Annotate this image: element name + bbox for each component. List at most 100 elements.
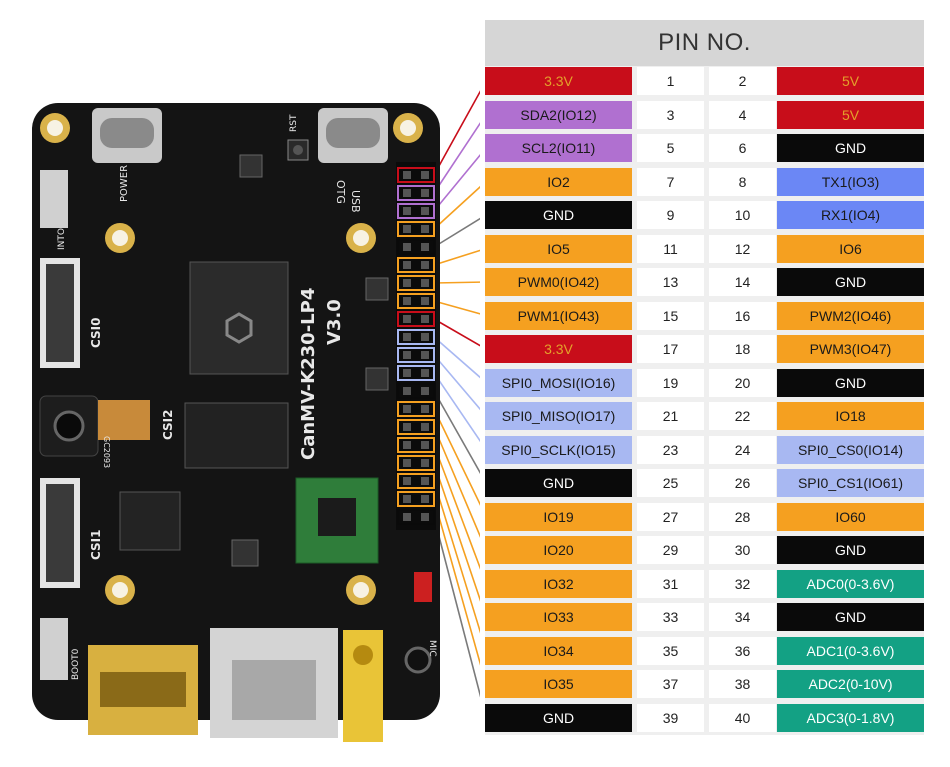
gpio-pin [421, 243, 429, 251]
gpio-pin [421, 351, 429, 359]
pin-label-right: IO6 [777, 234, 924, 263]
pin-label-right: PWM3(IO47) [777, 335, 924, 363]
pin-number-right: 28 [709, 502, 776, 531]
boot-label: BOOT0 [71, 648, 81, 680]
gpio-pin [403, 297, 411, 305]
gpio-pin [421, 261, 429, 269]
pin-label-left: SCL2(IO11) [485, 134, 632, 162]
table-header: PIN NO. [485, 20, 924, 66]
gpio-header [396, 162, 436, 530]
gpio-pin [421, 207, 429, 215]
pin-label-left: SPI0_SCLK(IO15) [485, 435, 632, 464]
pin-number-left: 23 [637, 435, 704, 464]
pin-label-left: IO32 [485, 569, 632, 598]
gpio-pin-pair [397, 491, 435, 507]
gpio-pin-pair [397, 329, 435, 345]
gpio-pin [403, 459, 411, 467]
connector-line [433, 114, 487, 194]
pin-number-left: 13 [637, 268, 704, 296]
pin-number-right: 36 [709, 636, 776, 665]
pin-number-left: 39 [637, 703, 704, 732]
rst-label: RST [289, 114, 299, 132]
gpio-pin [421, 423, 429, 431]
gpio-pin [403, 441, 411, 449]
pin-number-left: 9 [637, 201, 704, 229]
pin-label-right: RX1(IO4) [777, 201, 924, 229]
otg-label: OTG [334, 180, 347, 204]
pin-label-left: IO5 [485, 234, 632, 263]
power-label: POWER [119, 165, 130, 202]
connector-line [433, 147, 487, 212]
connector-line [433, 281, 487, 284]
gpio-pin [403, 477, 411, 485]
board-version-text: V3.0 [324, 299, 345, 345]
connector-line [433, 336, 487, 384]
gpio-pin-pair [397, 383, 435, 399]
gpio-pin [421, 225, 429, 233]
pin-label-left: SPI0_MOSI(IO16) [485, 368, 632, 397]
gpio-pin [421, 315, 429, 323]
gpio-pin-pair [397, 347, 435, 363]
pin-number-right: 18 [709, 335, 776, 363]
gpio-pin [421, 189, 429, 197]
pin-label-right: GND [777, 603, 924, 631]
board-svg: CanMV-K230-LP4 V3.0 POWER USB OTG RST IN… [32, 80, 487, 742]
pin-number-right: 32 [709, 569, 776, 598]
pin-number-left: 25 [637, 469, 704, 497]
pin-label-right: ADC2(0-10V) [777, 670, 924, 698]
connector-line [433, 372, 487, 450]
csi2-label: CSI2 [161, 410, 175, 441]
connector-line [433, 498, 487, 685]
pin-number-right: 10 [709, 201, 776, 229]
gpio-pin [403, 369, 411, 377]
pin-number-right: 8 [709, 167, 776, 196]
gpio-pin [421, 495, 429, 503]
gpio-pin-pair [397, 239, 435, 255]
gpio-pin [403, 315, 411, 323]
connector-line [433, 408, 487, 517]
into-connector [40, 170, 68, 228]
pin-number-left: 1 [637, 67, 704, 95]
connector-line [433, 480, 487, 651]
gpio-pin [421, 405, 429, 413]
pin-number-right: 12 [709, 234, 776, 263]
pin-label-left: GND [485, 201, 632, 229]
pin-number-right: 16 [709, 301, 776, 330]
pin-label-left: SDA2(IO12) [485, 100, 632, 129]
pin-label-right: ADC1(0-3.6V) [777, 636, 924, 665]
pin-number-left: 27 [637, 502, 704, 531]
pin-label-left: SPI0_MISO(IO17) [485, 402, 632, 430]
mounting-holes [40, 113, 423, 605]
gpio-pin-pair [397, 203, 435, 219]
camera-flex-cable [98, 400, 150, 440]
pin-number-left: 19 [637, 368, 704, 397]
pin-number-left: 29 [637, 536, 704, 564]
pin-label-right: GND [777, 268, 924, 296]
pin-number-left: 5 [637, 134, 704, 162]
connector-line [433, 516, 487, 718]
connector-line [433, 180, 487, 230]
gpio-pin [421, 459, 429, 467]
pin-number-right: 26 [709, 469, 776, 497]
connector-line [433, 390, 487, 484]
pin-label-left: IO20 [485, 536, 632, 564]
pin-label-left: IO19 [485, 502, 632, 531]
pin-label-right: SPI0_CS1(IO61) [777, 469, 924, 497]
mic-hole [404, 646, 432, 674]
pin-label-right: ADC0(0-3.6V) [777, 569, 924, 598]
gpio-pin [403, 225, 411, 233]
pin-label-right: GND [777, 536, 924, 564]
pin-number-right: 2 [709, 67, 776, 95]
gpio-pin [421, 297, 429, 305]
gpio-pin-pair [397, 257, 435, 273]
gpio-pin [403, 387, 411, 395]
connector-line [433, 444, 487, 584]
pin-number-left: 15 [637, 301, 704, 330]
gpio-pin [421, 387, 429, 395]
pin-number-left: 31 [637, 569, 704, 598]
gpio-pin [403, 279, 411, 287]
pin-label-right: IO18 [777, 402, 924, 430]
pin-number-left: 35 [637, 636, 704, 665]
pin-number-right: 24 [709, 435, 776, 464]
